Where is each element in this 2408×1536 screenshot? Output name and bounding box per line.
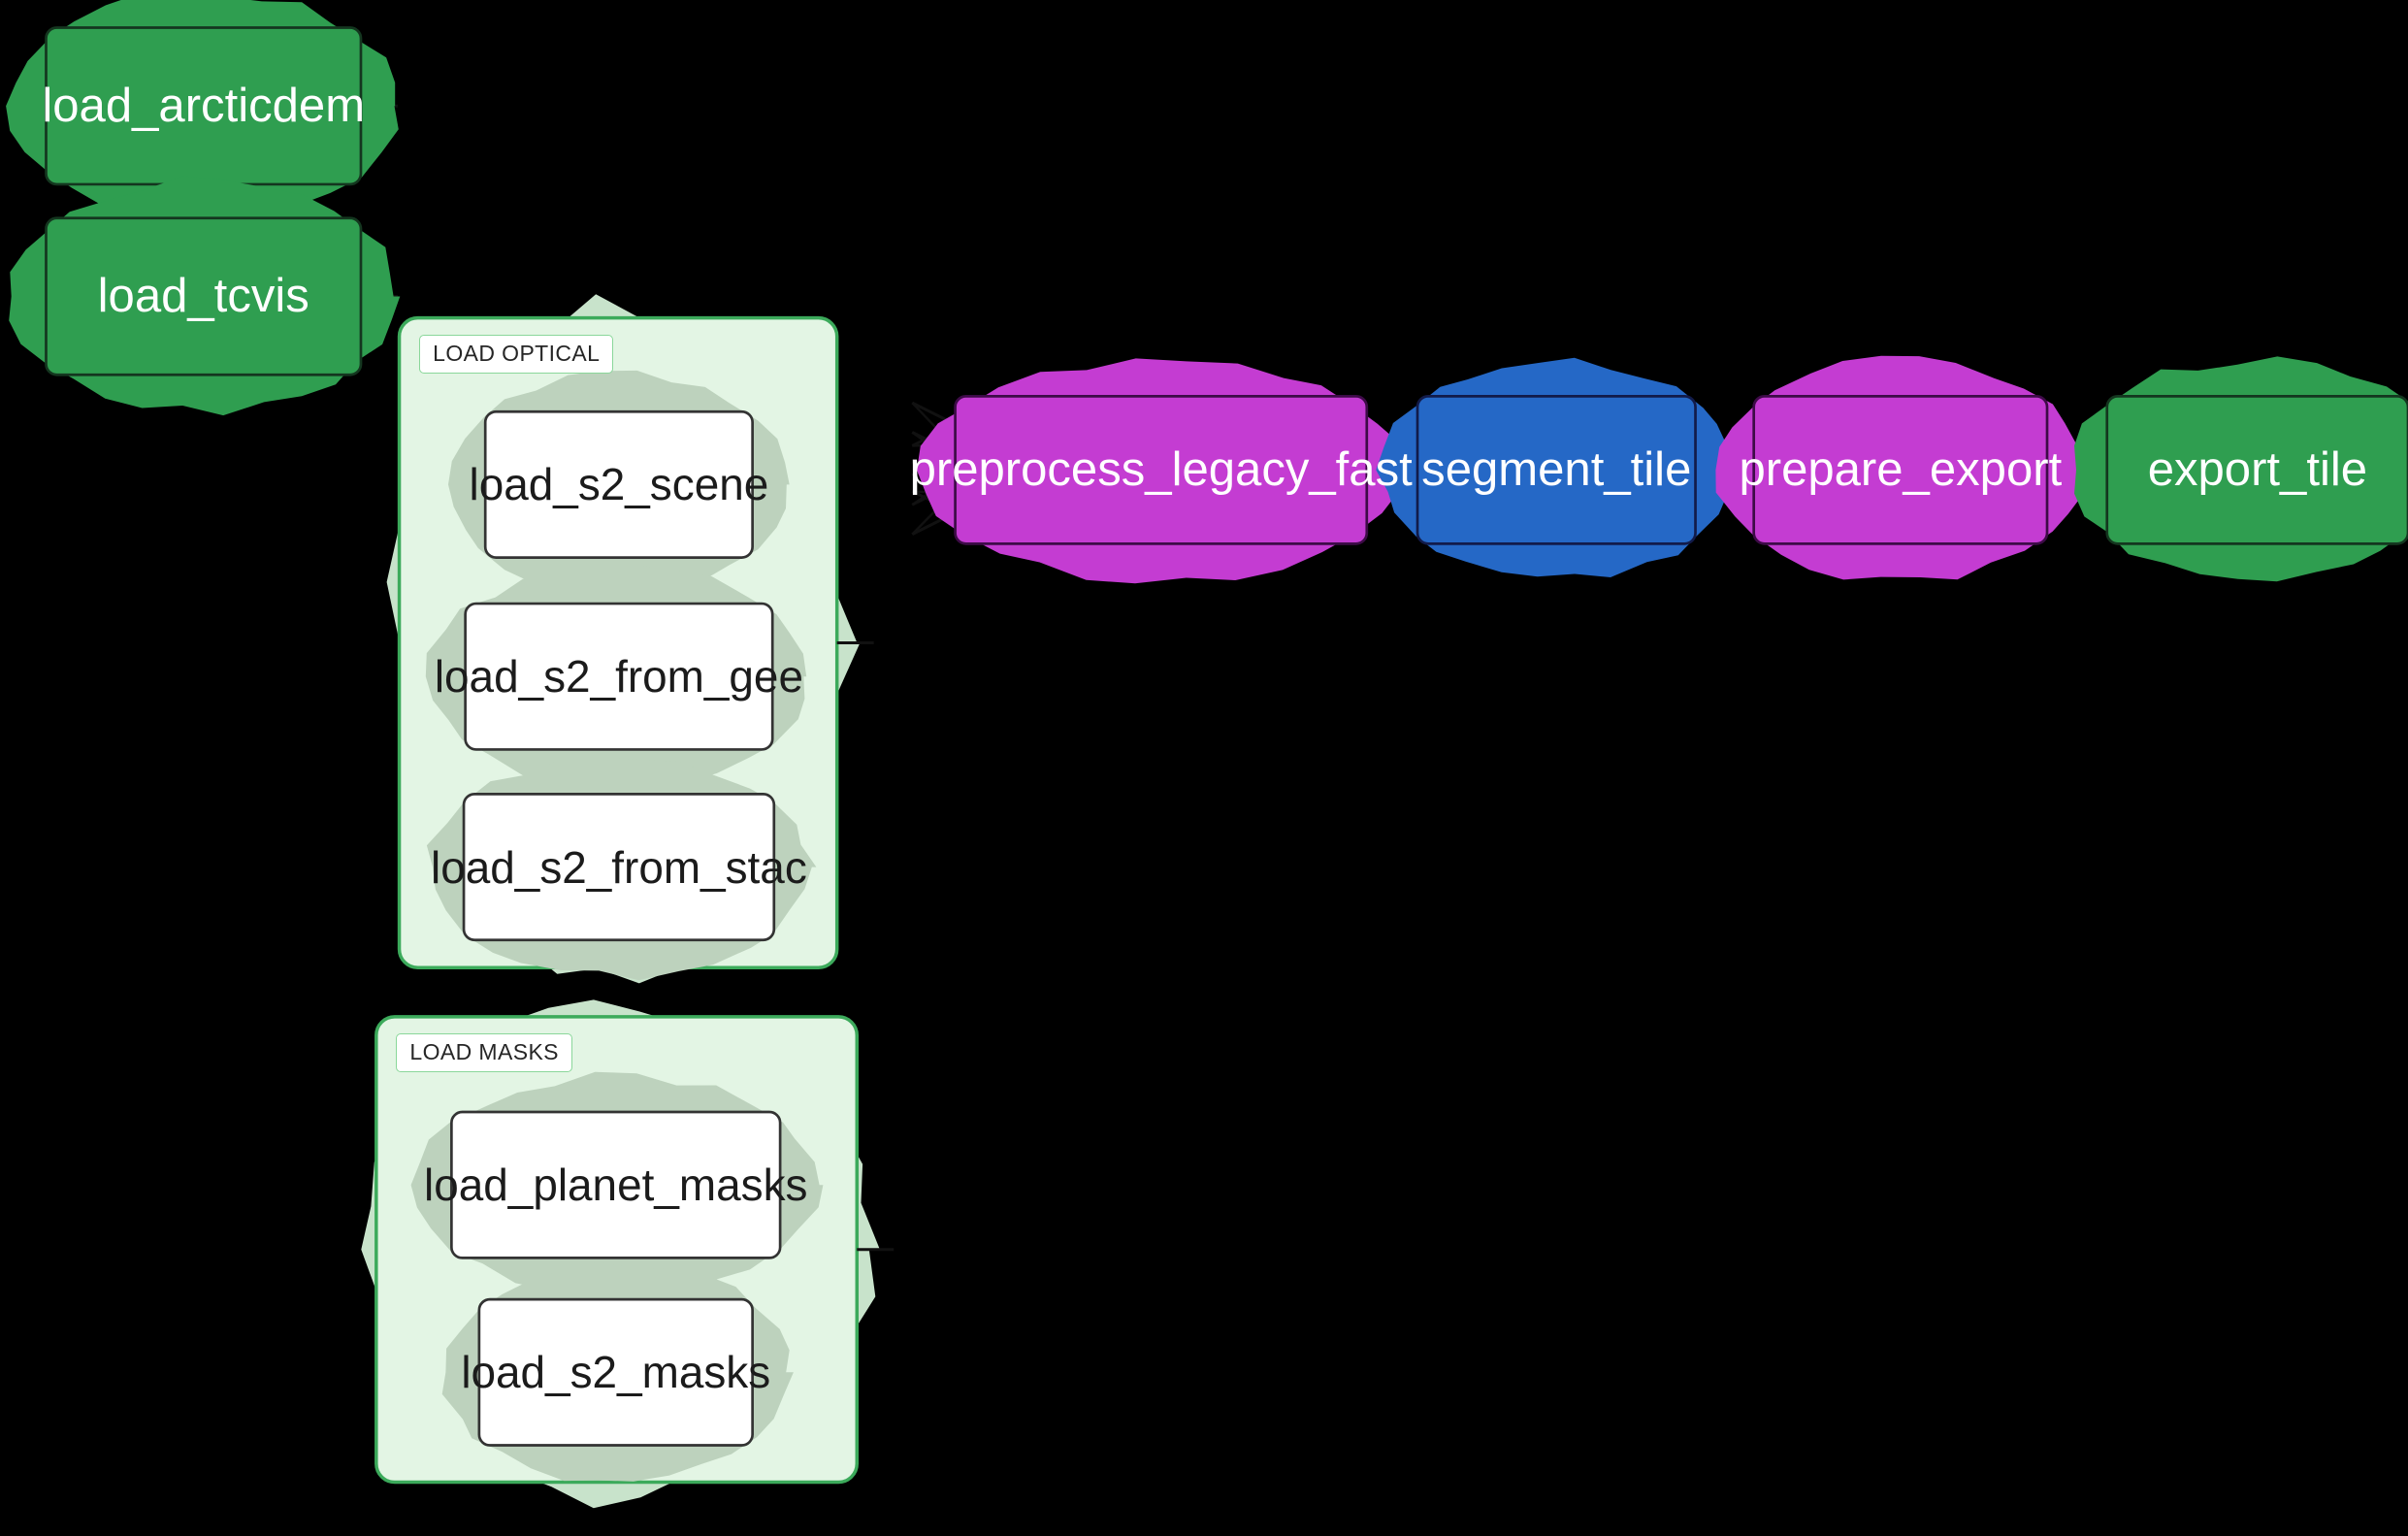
node-load_arcticdem[interactable] bbox=[6, 0, 399, 225]
node-layer bbox=[6, 0, 2408, 1482]
node-shape-load_s2_masks[interactable] bbox=[477, 1297, 754, 1447]
node-load_s2_from_gee[interactable] bbox=[425, 565, 807, 789]
node-segment_tile[interactable] bbox=[1376, 357, 1729, 577]
node-load_s2_from_stac[interactable] bbox=[426, 758, 817, 981]
node-shape-preprocess_legacy_fast[interactable] bbox=[954, 395, 1369, 545]
subgraph-label-load_masks: LOAD MASKS bbox=[396, 1033, 572, 1073]
node-shape-segment_tile[interactable] bbox=[1416, 395, 1697, 545]
subgraph-label-load_optical: LOAD OPTICAL bbox=[419, 335, 614, 375]
node-load_s2_masks[interactable] bbox=[441, 1261, 794, 1482]
node-shape-load_arcticdem[interactable] bbox=[45, 26, 363, 186]
node-shape-load_tcvis[interactable] bbox=[45, 216, 363, 376]
node-export_tile[interactable] bbox=[2074, 356, 2408, 582]
node-shape-export_tile[interactable] bbox=[2105, 395, 2408, 545]
node-shape-prepare_export[interactable] bbox=[1752, 395, 2049, 545]
node-prepare_export[interactable] bbox=[1715, 355, 2087, 580]
node-preprocess_legacy_fast[interactable] bbox=[917, 358, 1410, 584]
node-shape-load_planet_masks[interactable] bbox=[450, 1110, 782, 1259]
edge-load_masks-to-preprocess_legacy_fast bbox=[857, 489, 959, 1252]
node-load_planet_masks[interactable] bbox=[410, 1071, 824, 1295]
node-shape-load_s2_from_gee[interactable] bbox=[464, 602, 774, 751]
node-shape-load_s2_from_stac[interactable] bbox=[462, 793, 776, 942]
node-load_tcvis[interactable] bbox=[9, 176, 401, 416]
node-load_s2_scene[interactable] bbox=[448, 370, 790, 596]
node-shape-load_s2_scene[interactable] bbox=[483, 409, 754, 559]
